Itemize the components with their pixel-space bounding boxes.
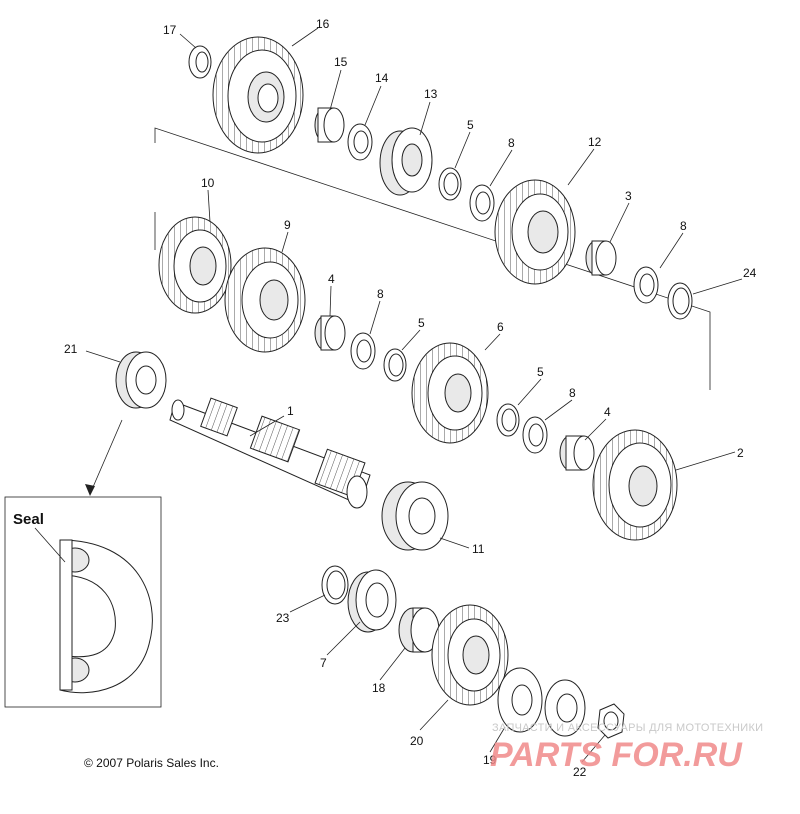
washer-8a xyxy=(469,184,495,222)
shaft-1 xyxy=(169,397,371,509)
watermark-tagline: ЗАПЧАСТИ И АКСЕССУАРЫ ДЛЯ МОТОТЕХНИКИ xyxy=(492,722,763,734)
callout-8-lower: 8 xyxy=(569,386,576,400)
copyright-text: © 2007 Polaris Sales Inc. xyxy=(84,756,219,770)
callout-15: 15 xyxy=(334,55,348,69)
washer-17 xyxy=(188,45,212,79)
callout-16: 16 xyxy=(316,17,330,31)
callout-12: 12 xyxy=(588,135,602,149)
callout-8-mid: 8 xyxy=(377,287,384,301)
ring-5c xyxy=(496,403,520,437)
gear-6 xyxy=(411,342,489,444)
collar-13 xyxy=(379,127,433,196)
washer-8d xyxy=(522,416,548,454)
callout-17: 17 xyxy=(163,23,177,37)
sprocket-20 xyxy=(431,604,509,706)
ring-5a xyxy=(438,167,462,201)
callout-19: 19 xyxy=(483,753,497,767)
callout-9: 9 xyxy=(284,218,291,232)
washer-8c xyxy=(350,332,376,370)
callout-8-right: 8 xyxy=(680,219,687,233)
callout-24: 24 xyxy=(743,266,757,280)
callout-11: 11 xyxy=(472,542,485,556)
bearing-4b xyxy=(559,435,595,471)
callout-23: 23 xyxy=(276,611,290,625)
callout-1: 1 xyxy=(287,404,294,418)
callout-7: 7 xyxy=(320,656,327,670)
gear-16 xyxy=(212,36,304,154)
ring-23 xyxy=(321,565,349,605)
callout-10: 10 xyxy=(201,176,215,190)
callout-14: 14 xyxy=(375,71,389,85)
washer-22a xyxy=(544,679,586,737)
callout-2: 2 xyxy=(737,446,744,460)
callout-13: 13 xyxy=(424,87,438,101)
bearing-21 xyxy=(115,351,167,409)
spacer-18 xyxy=(398,607,440,653)
gear-9 xyxy=(224,247,306,353)
washer-19 xyxy=(497,667,543,733)
callout-6: 6 xyxy=(497,320,504,334)
inset-pointer xyxy=(89,419,123,495)
callout-8-upper: 8 xyxy=(508,136,515,150)
seal-inset-title: Seal xyxy=(13,511,44,528)
seal-leader xyxy=(34,527,66,563)
inset-pointer-arrow xyxy=(85,484,95,496)
washer-14 xyxy=(347,123,373,161)
bearing-11 xyxy=(381,481,449,551)
leader-lines xyxy=(85,27,743,763)
callout-4-lower: 4 xyxy=(604,405,611,419)
callout-21: 21 xyxy=(64,342,78,356)
watermark-brand: PARTS FOR.RU xyxy=(490,736,743,774)
callout-18: 18 xyxy=(372,681,386,695)
ring-24 xyxy=(667,282,693,320)
nut-22 xyxy=(597,703,625,739)
gear-12 xyxy=(494,179,576,285)
gear-10 xyxy=(158,216,232,314)
bearing-3 xyxy=(585,240,617,276)
bearing-4a xyxy=(314,315,346,351)
ring-5b xyxy=(383,348,407,382)
callout-4-mid: 4 xyxy=(328,272,335,286)
callout-5-mid: 5 xyxy=(418,316,425,330)
washer-8b xyxy=(633,266,659,304)
callout-20: 20 xyxy=(410,734,424,748)
callout-22: 22 xyxy=(573,765,587,779)
gear-2 xyxy=(592,429,678,541)
seal-inset-box xyxy=(4,496,162,708)
seal-7 xyxy=(347,569,397,633)
callout-5-upper: 5 xyxy=(467,118,474,132)
bearing-15 xyxy=(314,107,345,143)
upper-shaft-frame xyxy=(154,127,711,390)
callout-3: 3 xyxy=(625,189,632,203)
callout-5-right: 5 xyxy=(537,365,544,379)
seal-inset-bearing xyxy=(59,539,153,694)
